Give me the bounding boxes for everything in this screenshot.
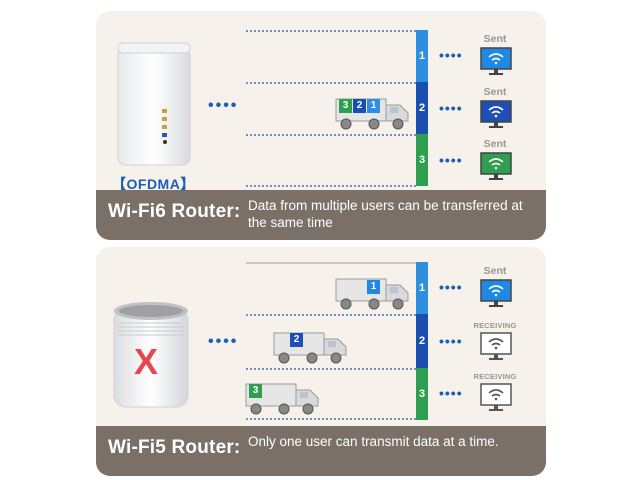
wifi6-lane-divider-top — [246, 30, 416, 32]
wifi5-x-mark: X — [134, 341, 159, 382]
wifi6-channel-3: 3 — [416, 134, 428, 186]
wifi5-packet-2: 2 — [290, 333, 303, 347]
wifi6-channel-2: 2 — [416, 82, 428, 134]
wifi6-packet-1: 1 — [367, 99, 380, 113]
wifi6-caption-bar: Wi-Fi6 Router: Data from multiple users … — [96, 190, 546, 240]
wifi6-device-2-status: Sent — [483, 86, 507, 98]
wifi5-lane-divider-2 — [246, 368, 416, 370]
wifi5-dots-1: •••• — [439, 279, 463, 295]
wifi5-monitor-2-icon — [480, 332, 512, 360]
wifi6-lane-divider-2 — [246, 134, 416, 136]
wifi6-monitor-2-icon — [480, 100, 512, 128]
wifi5-lane-divider-bottom — [246, 418, 416, 420]
wifi6-dots-2: •••• — [439, 100, 463, 116]
wifi5-lane-divider-top — [246, 262, 416, 264]
wifi6-device-3-status: Sent — [483, 138, 507, 150]
wifi5-lane-divider-1 — [246, 314, 416, 316]
wifi6-dots-3: •••• — [439, 152, 463, 168]
wifi5-device-2-status: RECEIVING — [473, 321, 517, 330]
wifi6-packet-3: 3 — [339, 99, 352, 113]
wifi5-router-image — [113, 302, 189, 408]
wifi5-lane-area: X •••• 1 2 — [96, 247, 546, 425]
wifi5-device-3-status: RECEIVING — [473, 372, 517, 381]
wifi5-caption-bar: Wi-Fi5 Router: Only one user can transmi… — [96, 426, 546, 476]
wifi6-caption-title: Wi-Fi6 Router: — [108, 201, 241, 222]
wifi6-router-dots: •••• — [208, 97, 239, 114]
wifi5-caption-title: Wi-Fi5 Router: — [108, 437, 241, 458]
wifi5-channel-3: 3 — [416, 368, 428, 420]
wifi5-packet-3: 3 — [249, 384, 262, 398]
wifi6-lane-area: 【OFDMA】 •••• 3 2 1 1 2 3 •••• •••• •••• … — [96, 11, 546, 192]
wifi6-router-image — [117, 42, 191, 166]
wifi6-caption-desc: Data from multiple users can be transfer… — [248, 198, 523, 230]
wifi5-dots-2: •••• — [439, 333, 463, 349]
ofdma-label: 【OFDMA】 — [112, 176, 195, 192]
wifi5-truck-2 — [273, 332, 347, 364]
wifi6-packet-2: 2 — [353, 99, 366, 113]
wifi5-caption-desc: Only one user can transmit data at a tim… — [248, 434, 499, 449]
wifi6-device-1-status: Sent — [483, 33, 507, 45]
wifi5-dots-3: •••• — [439, 385, 463, 401]
wifi6-panel: 【OFDMA】 •••• 3 2 1 1 2 3 •••• •••• •••• … — [96, 11, 546, 240]
wifi6-dots-1: •••• — [439, 47, 463, 63]
wifi5-channel-1: 1 — [416, 262, 428, 314]
wifi5-router-dots: •••• — [208, 333, 239, 350]
wifi5-channel-2: 2 — [416, 314, 428, 368]
wifi5-packet-1: 1 — [367, 280, 380, 294]
wifi5-monitor-1-icon — [480, 279, 512, 307]
wifi6-monitor-1-icon — [480, 47, 512, 75]
wifi6-lane-divider-bottom — [246, 185, 416, 187]
wifi5-monitor-3-icon — [480, 383, 512, 411]
wifi6-channel-1: 1 — [416, 30, 428, 82]
wifi6-lane-divider-1 — [246, 82, 416, 84]
wifi6-monitor-3-icon — [480, 152, 512, 180]
wifi5-device-1-status: Sent — [483, 265, 507, 277]
wifi5-panel: X •••• 1 2 — [96, 247, 546, 476]
